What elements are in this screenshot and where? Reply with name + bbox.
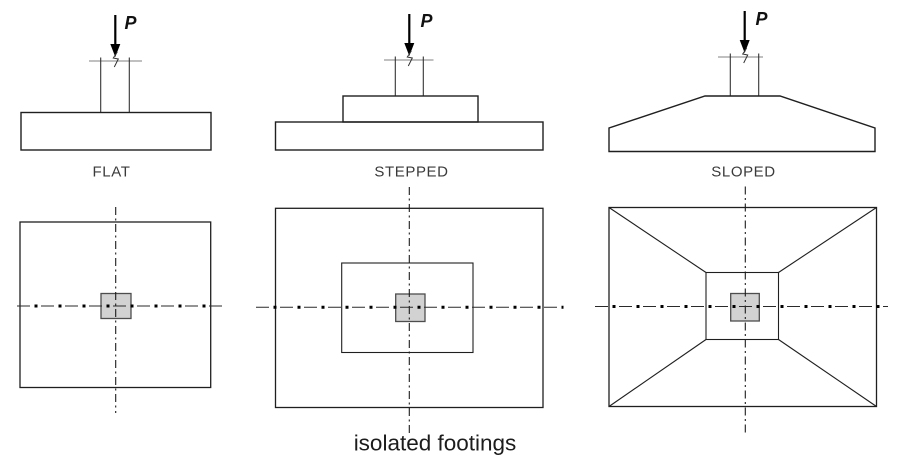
- top-plateau-outline: [705, 271, 780, 341]
- flat-plan: [17, 207, 224, 413]
- slope-edge-top-right: [778, 207, 877, 273]
- load-label: P: [756, 9, 769, 29]
- stepped-label: STEPPED: [374, 164, 448, 181]
- slope-edge-bottom-left: [608, 339, 707, 407]
- flat-label: FLAT: [93, 164, 131, 181]
- step-outline: [342, 95, 479, 123]
- diagram-caption: isolated footings: [354, 431, 517, 456]
- stepped-elevation: P: [274, 11, 544, 151]
- stepped-plan: [256, 187, 564, 434]
- sloped-label: SLOPED: [711, 164, 775, 181]
- load-arrow-head: [404, 43, 415, 56]
- column-break-icon: [406, 50, 414, 67]
- footing-outline: [608, 95, 876, 153]
- column-break-icon: [741, 47, 749, 64]
- sloped-elevation: P: [608, 9, 876, 153]
- flat-elevation: P: [20, 13, 212, 151]
- load-label: P: [421, 11, 434, 31]
- footing-outline: [20, 111, 212, 151]
- load-arrow-head: [110, 44, 121, 57]
- load-arrow-head: [739, 40, 750, 53]
- load-label: P: [125, 13, 138, 33]
- footing-outline: [274, 121, 544, 151]
- column-break-icon: [112, 51, 120, 68]
- plan-outline: [19, 221, 212, 389]
- slope-edge-bottom-right: [778, 339, 877, 407]
- slope-edge-top-left: [608, 207, 707, 273]
- sloped-plan: [595, 186, 888, 434]
